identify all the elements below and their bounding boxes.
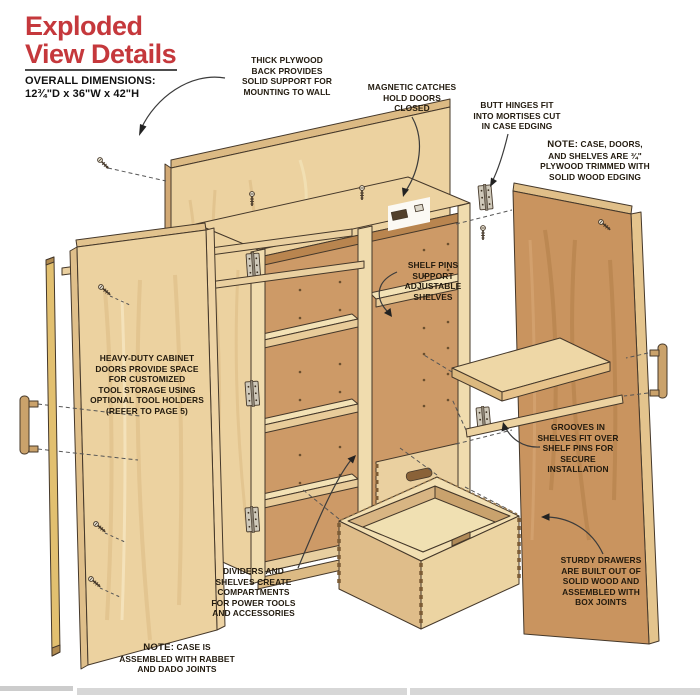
overall-dimensions: OVERALL DIMENSIONS: 12¾"D x 36"W x 42"H bbox=[25, 75, 156, 100]
callout-grooves: GROOVES IN SHELVES FIT OVER SHELF PINS F… bbox=[537, 422, 619, 475]
left-door-screws bbox=[86, 282, 131, 598]
note-text: CASE IS ASSEMBLED WITH RABBET AND DADO J… bbox=[119, 642, 235, 675]
right-door bbox=[512, 182, 668, 645]
note-text: CASE, DOORS, AND SHELVES ARE ¾" PLYWOOD … bbox=[540, 139, 650, 182]
hinge-left-bottom bbox=[244, 505, 261, 534]
bottom-rule-right bbox=[410, 688, 700, 695]
callout-drawers: STURDY DRAWERS ARE BUILT OUT OF SOLID WO… bbox=[560, 555, 642, 608]
fixed-shelves bbox=[257, 313, 359, 509]
exploded-drawer bbox=[301, 447, 521, 630]
callout-butt-hinges: BUTT HINGES FIT INTO MORTISES CUT IN CAS… bbox=[473, 100, 561, 132]
note-label: NOTE: bbox=[143, 642, 175, 653]
callout-note-materials: NOTE: CASE, DOORS, AND SHELVES ARE ¾" PL… bbox=[525, 139, 665, 182]
callout-dividers: DIVIDERS AND SHELVES CREATE COMPARTMENTS… bbox=[211, 566, 296, 619]
callout-shelf-pins: SHELF PINS SUPPORT ADJUSTABLE SHELVES bbox=[404, 260, 462, 302]
magnetic-catch bbox=[388, 197, 430, 231]
callout-doors: HEAVY-DUTY CABINET DOORS PROVIDE SPACE F… bbox=[90, 353, 204, 416]
right-door-handle bbox=[623, 343, 668, 399]
bottom-rule-center bbox=[77, 688, 407, 695]
page-title: Exploded View Details bbox=[25, 11, 177, 69]
hinge-left-mid bbox=[244, 379, 261, 408]
case-left-edging bbox=[250, 248, 266, 585]
title-divider bbox=[25, 69, 177, 71]
hinge-right-top bbox=[477, 183, 494, 212]
left-door bbox=[19, 222, 226, 670]
bottom-rule-left bbox=[0, 686, 73, 691]
callout-leaders bbox=[139, 76, 604, 569]
callout-magnetic-catches: MAGNETIC CATCHES HOLD DOORS CLOSED bbox=[367, 82, 457, 114]
callout-note-case: NOTE: CASE IS ASSEMBLED WITH RABBET AND … bbox=[97, 642, 257, 675]
screw-guide-dash bbox=[107, 167, 167, 182]
hinges bbox=[244, 183, 513, 534]
left-door-handle bbox=[19, 395, 141, 461]
callout-back-panel: THICK PLYWOOD BACK PROVIDES SOLID SUPPOR… bbox=[241, 55, 333, 97]
far-left-edging-strip bbox=[45, 256, 61, 657]
note-label: NOTE: bbox=[547, 139, 579, 150]
